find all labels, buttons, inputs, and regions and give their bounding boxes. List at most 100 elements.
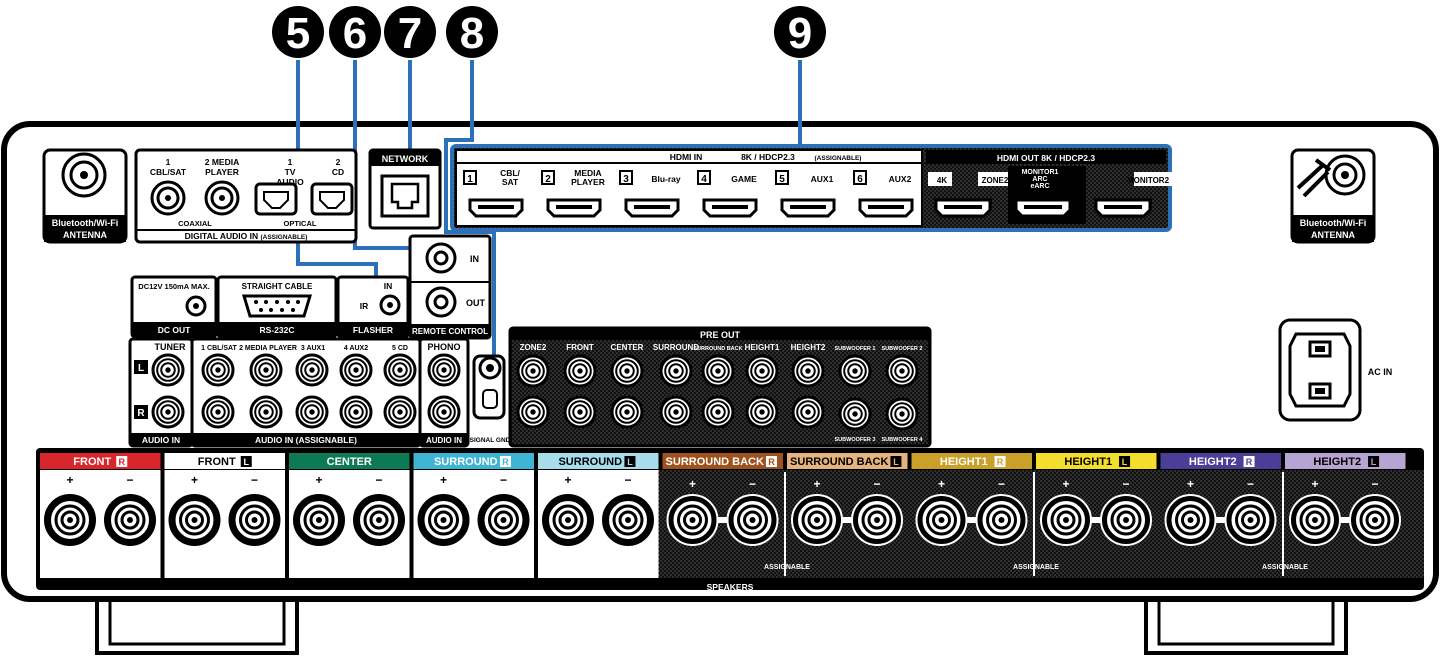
plus-sign: + [191, 473, 198, 487]
svg-text:SUBWOOFER 2: SUBWOOFER 2 [882, 346, 923, 352]
hdmi-out-socket[interactable] [934, 198, 992, 218]
hdmi-in-name: AUX1 [811, 174, 834, 184]
speaker-center[interactable]: CENTER+− [289, 453, 410, 578]
hdmi-out-label: eARC [1030, 183, 1049, 190]
callout-number: 6 [343, 9, 367, 58]
minus-sign: − [873, 477, 880, 491]
pre-out-jack-bottom [563, 395, 597, 429]
minus-sign: − [998, 477, 1005, 491]
digital-in-4-num: 2 [336, 157, 341, 167]
assignable-label: ASSIGNABLE [764, 564, 810, 571]
hdmi-out-label: MONITOR1 [1022, 169, 1059, 176]
svg-text:SURROUND BACK: SURROUND BACK [693, 346, 742, 352]
pre-out-sub4-jack [885, 397, 919, 431]
tuner-footer: AUDIO IN [142, 435, 180, 445]
speaker-side-badge: L [1371, 457, 1377, 467]
minus-sign: − [749, 477, 756, 491]
callout-7: 7 [384, 6, 436, 58]
antenna-right-label-bottom: ANTENNA [1311, 230, 1355, 240]
digital-in-2-label: 2 MEDIA [205, 157, 239, 167]
svg-text:CENTER: CENTER [611, 343, 644, 352]
pre-out-front: FRONT [563, 343, 597, 429]
hdmi-in-title: HDMI IN [670, 152, 703, 162]
plus-sign: + [1311, 477, 1318, 491]
audio-in-jack-r-5 [383, 395, 417, 429]
hdmi-out-port-3[interactable]: MONITOR2 [1127, 172, 1172, 186]
antenna-right: Bluetooth/Wi-Fi ANTENNA [1290, 148, 1376, 244]
pre-out-zone2: ZONE2 [516, 343, 550, 429]
pre-out-title: PRE OUT [700, 330, 741, 340]
speaker-channel-name: HEIGHT1 [940, 456, 988, 468]
svg-text:SUBWOOFER 1: SUBWOOFER 1 [835, 346, 876, 352]
ac-in: AC IN [1278, 318, 1392, 422]
hdmi-in-name: PLAYER [571, 177, 605, 187]
plus-sign: + [564, 473, 571, 487]
pre-out-jack-bottom [701, 395, 735, 429]
audio-in-label-2: 2 MEDIA PLAYER [239, 345, 297, 352]
tuner-l-badge: L [138, 363, 144, 374]
audio-in-jack-r-6 [427, 395, 461, 429]
audio-in-jack-r-1 [201, 395, 235, 429]
hdmi-out-label: ZONE2 [982, 176, 1009, 185]
pre-out-jack-bottom [745, 395, 779, 429]
speaker-channel-name: SURROUND BACK [666, 456, 764, 468]
pre-out-jack-bottom [610, 395, 644, 429]
speaker-side-badge: R [768, 457, 775, 467]
hdmi-in-port-6[interactable]: 6 AUX2 [853, 170, 914, 218]
pre-out-subwoofer-1: SUBWOOFER 1 [835, 346, 876, 388]
svg-text:SURROUND: SURROUND [653, 343, 699, 352]
hdmi-in-num: 2 [545, 174, 551, 185]
hdmi-in-num: 1 [467, 174, 473, 185]
hdmi-in-name: SAT [502, 177, 519, 187]
assignable-label: ASSIGNABLE [1262, 564, 1308, 571]
remote-in-label: IN [470, 254, 479, 264]
speaker-side-badge: R [997, 457, 1004, 467]
hdmi-in-num: 6 [857, 174, 863, 185]
callout-number: 7 [398, 9, 422, 58]
hdmi-in-name: Blu-ray [651, 174, 681, 184]
digital-in-1-num: 1 [166, 157, 171, 167]
audio-in-jack-r-4 [339, 395, 373, 429]
remote-control: IN OUT REMOTE CONTROL [408, 234, 492, 340]
minus-sign: − [1247, 477, 1254, 491]
antenna-left-label-top: Bluetooth/Wi-Fi [52, 218, 118, 228]
audio-in-jacks [151, 353, 461, 429]
digital-in-1-label: CBL/SAT [150, 167, 187, 177]
hdmi-in-name: AUX2 [889, 174, 912, 184]
digital-in-3-num: 1 [288, 157, 293, 167]
audio-in-jack-r-3 [295, 395, 329, 429]
hdmi-out-port-0[interactable]: 4K [928, 172, 952, 186]
callout-9: 9 [774, 6, 826, 58]
hdmi-out-socket[interactable] [1014, 198, 1072, 218]
callout-number: 9 [788, 9, 812, 58]
speakers-label: SPEAKERS [707, 582, 754, 592]
hdmi-out-socket[interactable] [1094, 198, 1152, 218]
minus-sign: − [1122, 477, 1129, 491]
dc-out: DC12V 150mA MAX. DC OUT [130, 275, 218, 339]
plus-sign: + [938, 477, 945, 491]
hdmi-in-name: MEDIA [574, 168, 601, 178]
hdmi-group: HDMI IN 8K / HDCP2.3 (ASSIGNABLE) 1CBL/S… [450, 144, 1172, 232]
hdmi-out-port-1[interactable]: ZONE2 [978, 172, 1012, 186]
digital-in-4-label: CD [332, 167, 344, 177]
svg-text:ZONE2: ZONE2 [520, 343, 547, 352]
minus-sign: − [500, 473, 507, 487]
